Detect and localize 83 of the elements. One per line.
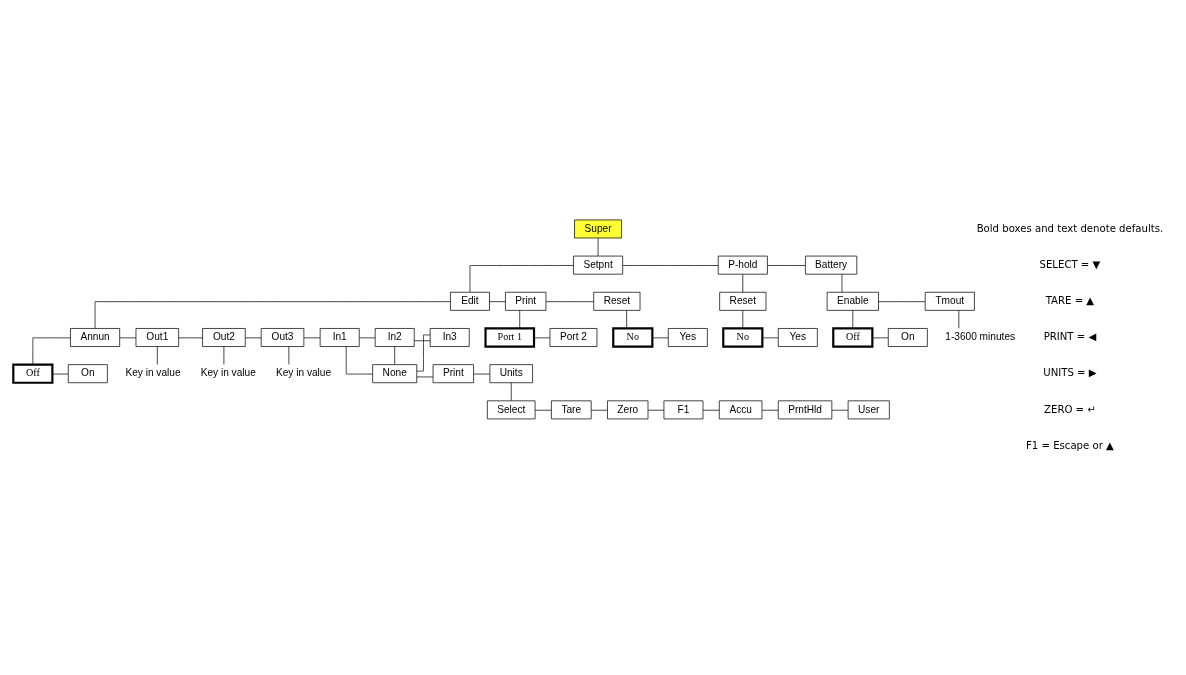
node-box: Super bbox=[574, 219, 622, 239]
node-box: Port 2 bbox=[549, 328, 598, 347]
label: PRINT = ◀ bbox=[1043, 331, 1097, 343]
label: UNITS = ▶ bbox=[1043, 367, 1097, 379]
connector bbox=[32, 337, 71, 365]
node-box: Edit bbox=[450, 291, 490, 311]
node-box: On bbox=[67, 364, 108, 384]
node-box: F1 bbox=[663, 400, 704, 420]
connector bbox=[178, 337, 203, 339]
connector bbox=[622, 265, 719, 266]
connector bbox=[345, 346, 373, 375]
node-box: Annun bbox=[70, 328, 121, 347]
connector bbox=[394, 346, 396, 365]
node-box: Units bbox=[489, 364, 533, 384]
label: F1 = Escape or ▲ bbox=[1026, 439, 1114, 451]
node-text: Key in value bbox=[125, 367, 181, 379]
node-box: In1 bbox=[319, 328, 360, 347]
node-box: Tare bbox=[551, 400, 592, 420]
connector bbox=[742, 310, 744, 329]
connector bbox=[742, 273, 744, 293]
node-box: User bbox=[847, 400, 890, 420]
connector bbox=[288, 346, 290, 365]
node-text: Key in value bbox=[200, 367, 256, 379]
connector bbox=[652, 337, 669, 339]
node-box: Out2 bbox=[202, 328, 246, 347]
connector bbox=[119, 337, 137, 339]
connector bbox=[52, 373, 69, 375]
connector bbox=[519, 310, 521, 329]
label: SELECT = ▼ bbox=[1039, 258, 1101, 270]
node-box: Out1 bbox=[135, 328, 180, 347]
node-box: Tmout bbox=[924, 291, 975, 311]
node-box: PrntHld bbox=[777, 400, 833, 420]
node-box: Accu bbox=[718, 400, 763, 420]
connector bbox=[878, 301, 926, 303]
node-box: Select bbox=[486, 400, 536, 420]
connector bbox=[852, 310, 854, 329]
node-box: In3 bbox=[429, 328, 470, 347]
node-box: Battery bbox=[805, 255, 858, 275]
connector bbox=[94, 301, 451, 329]
node-box: Yes bbox=[777, 328, 818, 347]
connector bbox=[416, 334, 431, 372]
node-box: Zero bbox=[607, 400, 649, 420]
connector bbox=[469, 265, 574, 293]
connector bbox=[156, 346, 158, 365]
connector bbox=[358, 337, 376, 339]
connector bbox=[245, 337, 262, 339]
connector bbox=[767, 265, 806, 266]
connector bbox=[958, 310, 960, 329]
node-box: Off bbox=[12, 363, 54, 384]
node-box: Yes bbox=[667, 328, 708, 347]
node-text: 1-3600 minutes bbox=[945, 331, 1016, 343]
node-box: Print bbox=[505, 291, 547, 311]
connector bbox=[545, 301, 594, 303]
node-box: P-hold bbox=[717, 255, 768, 275]
node-text: Key in value bbox=[275, 367, 332, 379]
node-box: No bbox=[722, 327, 764, 348]
node-box: Reset bbox=[719, 291, 767, 311]
node-box: Off bbox=[832, 327, 874, 348]
connector bbox=[473, 373, 491, 375]
connector bbox=[761, 409, 779, 411]
node-box: On bbox=[887, 328, 928, 347]
label: TARE = ▲ bbox=[1045, 294, 1095, 306]
connector bbox=[223, 346, 225, 365]
connector bbox=[872, 337, 889, 339]
connector bbox=[413, 340, 431, 342]
label: Bold boxes and text denote defaults. bbox=[976, 222, 1164, 234]
node-box: Port 1 bbox=[484, 327, 536, 348]
node-box: None bbox=[372, 364, 418, 384]
node-box: Setpnt bbox=[573, 255, 624, 275]
node-box: Enable bbox=[826, 291, 879, 311]
node-box: Print bbox=[432, 364, 474, 384]
connector bbox=[762, 337, 779, 339]
connector bbox=[591, 409, 608, 411]
connector bbox=[510, 382, 512, 401]
node-box: No bbox=[612, 327, 654, 348]
node-box: In2 bbox=[374, 328, 415, 347]
node-box: Out3 bbox=[260, 328, 305, 347]
connector bbox=[534, 409, 552, 411]
label: ZERO = ↵ bbox=[1044, 403, 1096, 415]
node-box: Reset bbox=[593, 291, 641, 311]
connector bbox=[626, 310, 627, 329]
connector bbox=[533, 337, 551, 339]
connector bbox=[489, 301, 506, 303]
